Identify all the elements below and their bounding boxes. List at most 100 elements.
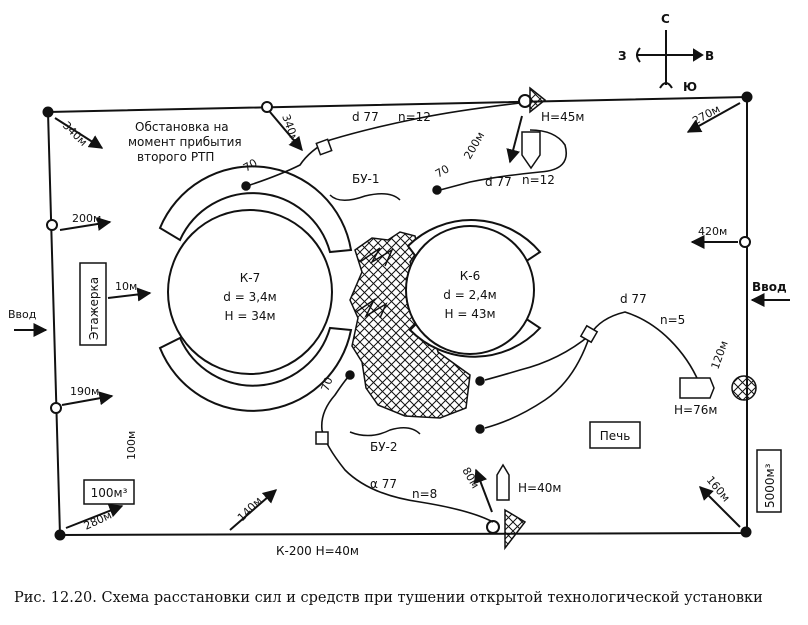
distance-340-left: 340м [60, 119, 90, 149]
distance-arrow [506, 115, 523, 164]
bu1-label: БУ-1 [352, 172, 380, 186]
heading-line-1: Обстановка на [135, 120, 229, 134]
nozzle-70-b: 70 [433, 162, 452, 180]
hose-branch [315, 431, 329, 445]
hose-right-n: n=5 [660, 313, 685, 327]
hose-right-2 [484, 334, 591, 429]
tank-k7 [158, 165, 353, 412]
truck-2-body [679, 377, 715, 399]
hose-mid-n: n=12 [522, 173, 555, 187]
bu1-bracket [329, 193, 401, 201]
compass-rose [636, 30, 704, 89]
tank-k6-diameter: d = 2,4м [443, 288, 496, 302]
tank-k7-shield [158, 165, 353, 254]
tank-k7-name: К-7 [240, 271, 260, 285]
distance-arrow [65, 504, 124, 529]
hydrant-marker [518, 94, 532, 108]
hose-top [249, 102, 521, 186]
nozzle-endpoint [241, 181, 251, 191]
vol-5000-box [756, 449, 782, 513]
tank-k7-height: H = 34м [224, 309, 275, 323]
distance-270: 270м [690, 102, 722, 127]
hose-branch [315, 138, 333, 156]
heading-line-2: момент прибытия [128, 135, 242, 149]
distance-200-truck: 200м [461, 130, 487, 162]
hydrant-marker [261, 101, 273, 113]
nozzle-endpoint [475, 376, 485, 386]
distance-280: 280м [82, 509, 114, 533]
distance-160: 160м [704, 474, 733, 505]
hose-right-d: d 77 [620, 292, 647, 306]
nozzles [241, 181, 485, 434]
tank-k6 [405, 219, 542, 358]
distance-arrow [61, 391, 114, 406]
hose-bottom [320, 374, 494, 523]
hydrant-marker [739, 236, 751, 248]
pech-box [589, 421, 641, 449]
etazherka-label: Этажерка [87, 277, 101, 340]
hydrant-marker [46, 219, 58, 231]
hose-bottom-n: n=8 [412, 487, 437, 501]
distance-420: 420м [698, 225, 727, 238]
fire-zone-spikes [355, 247, 394, 319]
distance-200-left: 200м [72, 212, 101, 225]
hose-branch [579, 324, 599, 344]
hose-lines [249, 102, 701, 523]
etazherka-box [79, 262, 107, 346]
truck-3-body [496, 463, 510, 501]
distance-arrow [229, 489, 278, 531]
truck-3 [496, 463, 527, 551]
tank-k7-diameter: d = 3,4м [223, 290, 276, 304]
hydrant-marker [42, 106, 54, 118]
compass-north: С [661, 12, 670, 26]
distance-arrow [686, 102, 741, 133]
hydrant-marker [740, 526, 752, 538]
nozzle-70-a: 70 [241, 156, 260, 174]
distance-190: 190м [70, 385, 99, 398]
distance-120: 120м [709, 339, 731, 371]
hose-bottom-d: α 77 [370, 477, 397, 491]
tank-k6-name: К-6 [460, 269, 480, 283]
distance-arrows [54, 102, 741, 531]
hydrant-marker [741, 91, 753, 103]
hydrant-marker [50, 402, 62, 414]
distance-arrow [107, 287, 152, 302]
hose-top-d: d 77 [352, 110, 379, 124]
truck-2-height: Н=76м [674, 403, 717, 417]
hose-mid-d: d 77 [485, 175, 512, 189]
figure-caption: Рис. 12.20. Схема расстановки сил и сред… [14, 590, 763, 606]
tank-k6-height: H = 43м [444, 307, 495, 321]
compass-west: З [618, 49, 627, 63]
vvod-left-label: Ввод [8, 308, 37, 321]
truck-1-height: Н=45м [541, 110, 584, 124]
distance-arrow [269, 111, 303, 152]
distance-140: 140м [235, 494, 265, 524]
tank-k7-shield [158, 326, 353, 412]
vol-100-box [83, 479, 135, 505]
hose-right [484, 311, 701, 386]
distance-arrow [54, 117, 104, 149]
bu2-bracket [349, 427, 421, 437]
nozzle-70-c: 70 [319, 375, 336, 393]
distance-100: 100м [125, 431, 138, 460]
distance-80: 80м [459, 465, 481, 491]
truck-3-ladder [504, 508, 527, 551]
pech-label: Печь [600, 429, 631, 443]
distance-arrow [59, 217, 112, 231]
truck-2-hydrant [731, 375, 757, 401]
vol-100-label: 100м³ [91, 486, 128, 500]
vvod-right-label: Ввод [752, 280, 787, 294]
hose-branches [315, 138, 599, 445]
compass-east: В [705, 49, 714, 63]
vol-5000-label: 5000м³ [763, 463, 777, 508]
distance-340-top: 340м [279, 113, 301, 145]
distance-arrow [699, 486, 741, 528]
fire-zone [349, 231, 471, 419]
nozzle-endpoint [345, 370, 355, 380]
truck-2 [679, 375, 757, 401]
truck-3-height: Н=40м [518, 481, 561, 495]
distance-10: 10м [115, 280, 137, 293]
bu2-label: БУ-2 [370, 440, 398, 454]
truck-1-ladder [529, 86, 547, 114]
